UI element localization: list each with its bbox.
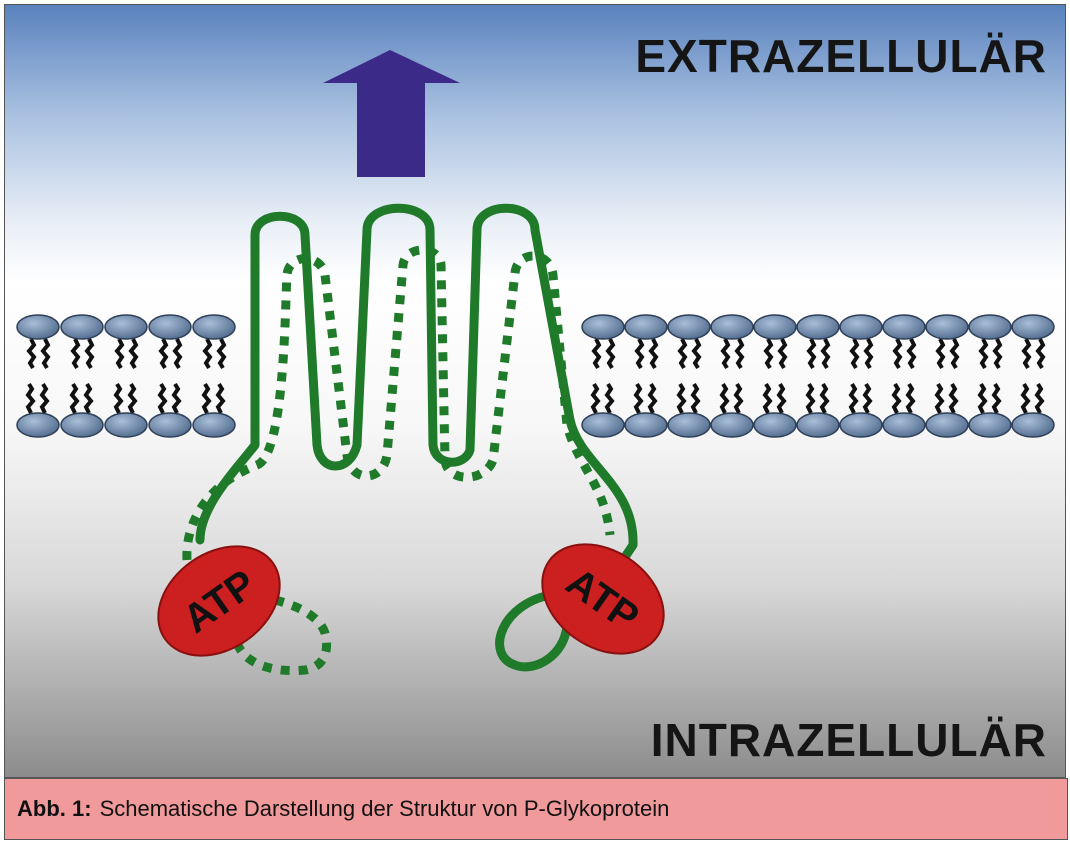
lipid-tails — [676, 338, 702, 414]
figure-caption: Abb. 1: Schematische Darstellung der Str… — [4, 778, 1068, 840]
lipid-head — [925, 412, 969, 438]
lipid-head — [581, 314, 625, 340]
lipid-tails — [633, 338, 659, 414]
atp-left: ATP — [157, 545, 281, 657]
lipid-tails — [113, 338, 139, 414]
lipid-head — [192, 314, 236, 340]
lipid-tails — [762, 338, 788, 414]
lipid-bilayer-right — [581, 314, 1055, 438]
lipid-head — [1011, 314, 1055, 340]
lipid-head — [148, 314, 192, 340]
lipid-head — [104, 412, 148, 438]
lipid-tails — [977, 338, 1003, 414]
lipid-head — [192, 412, 236, 438]
atp-right: ATP — [541, 543, 665, 655]
lipid-tails — [848, 338, 874, 414]
lipid-head — [60, 314, 104, 340]
lipid-head — [968, 314, 1012, 340]
extracellular-label: EXTRAZELLULÄR — [635, 30, 1047, 82]
caption-prefix: Abb. 1: — [17, 796, 92, 821]
lipid-tails — [157, 338, 183, 414]
lipid-head — [925, 314, 969, 340]
lipid-tails — [1020, 338, 1046, 414]
lipid-tails — [719, 338, 745, 414]
lipid-tails — [805, 338, 831, 414]
lipid-tails — [934, 338, 960, 414]
diagram-figure: ATP ATP EXTRAZELLULÄR INTRAZELLULÄR — [4, 4, 1066, 778]
lipid-head — [667, 314, 711, 340]
lipid-head — [1011, 412, 1055, 438]
lipid-head — [104, 314, 148, 340]
lipid-tails — [891, 338, 917, 414]
lipid-head — [710, 314, 754, 340]
diagram-canvas: ATP ATP — [16, 50, 1055, 676]
lipid-head — [839, 314, 883, 340]
lipid-head — [839, 412, 883, 438]
lipid-head — [968, 412, 1012, 438]
protein-chain-dashed — [182, 245, 615, 676]
lipid-head — [624, 412, 668, 438]
lipid-tails — [590, 338, 616, 414]
lipid-head — [581, 412, 625, 438]
lipid-head — [624, 314, 668, 340]
lipid-head — [753, 412, 797, 438]
lipid-head — [753, 314, 797, 340]
lipid-tails — [25, 338, 51, 414]
lipid-tails — [201, 338, 227, 414]
lipid-head — [16, 314, 60, 340]
up-arrow-icon — [323, 50, 460, 177]
lipid-head — [796, 412, 840, 438]
lipid-head — [16, 412, 60, 438]
lipid-head — [710, 412, 754, 438]
lipid-head — [60, 412, 104, 438]
lipid-head — [667, 412, 711, 438]
lipid-head — [796, 314, 840, 340]
lipid-bilayer-left — [16, 314, 236, 438]
lipid-head — [148, 412, 192, 438]
lipid-tails — [69, 338, 95, 414]
lipid-head — [882, 412, 926, 438]
intracellular-label: INTRAZELLULÄR — [650, 714, 1047, 766]
lipid-head — [882, 314, 926, 340]
caption-text: Schematische Darstellung der Struktur vo… — [99, 796, 670, 821]
